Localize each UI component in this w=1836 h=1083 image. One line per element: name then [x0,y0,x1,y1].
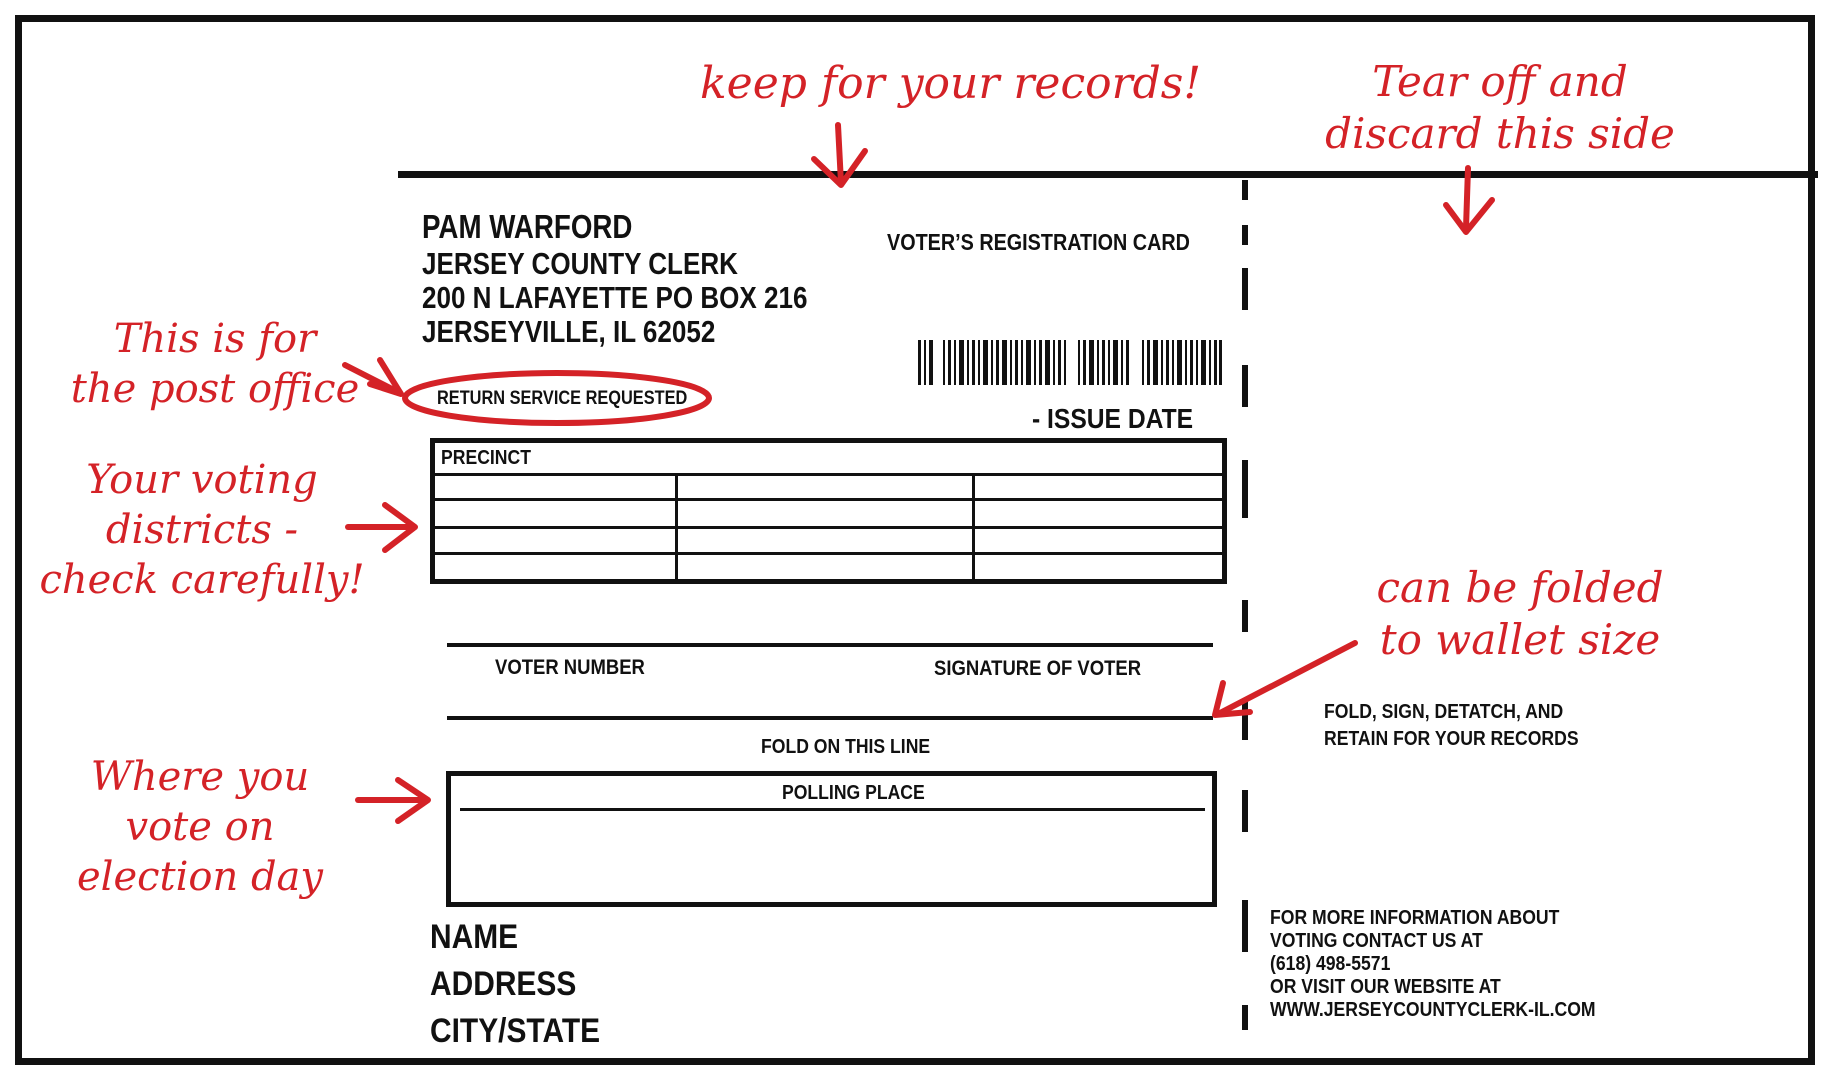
annotation-voting-districts: Your voting districts - check carefully! [39,457,365,603]
annotation-tear-off: Tear off and discard this side [1325,57,1675,158]
signature-top-rule [447,643,1213,647]
annotation-wallet-size: can be folded to wallet size [1376,563,1664,664]
contact-phone: (618) 498-5571 [1270,953,1391,975]
precinct-label: PRECINCT [441,447,531,469]
arrow-voting-districts [345,502,418,553]
precinct-table: PRECINCT [430,438,1227,584]
sender-name: PAM WARFORD [422,208,633,245]
arrow-keep-records [811,122,868,188]
recipient-city-state: CITY/STATE [430,1012,601,1050]
return-service-circle [402,370,712,426]
fold-rule [447,716,1213,720]
voter-registration-card [15,15,1815,1065]
recipient-address: ADDRESS [430,965,577,1003]
return-service-label: RETURN SERVICE REQUESTED [437,388,688,409]
contact-line: VOTING CONTACT US AT [1270,930,1483,952]
top-tear-line [398,171,1818,178]
sender-street: 200 N LAFAYETTE PO BOX 216 [422,280,808,315]
polling-place-label: POLLING PLACE [782,782,925,804]
contact-website: WWW.JERSEYCOUNTYCLERK-IL.COM [1270,999,1596,1021]
barcode [918,340,1222,385]
contact-line: FOR MORE INFORMATION ABOUT [1270,907,1560,929]
recipient-name: NAME [430,918,519,956]
stub-instructions-line-2: RETAIN FOR YOUR RECORDS [1324,728,1579,750]
contact-line: OR VISIT OUR WEBSITE AT [1270,976,1501,998]
stub-instructions-line-1: FOLD, SIGN, DETATCH, AND [1324,701,1564,723]
sender-title: JERSEY COUNTY CLERK [422,246,738,281]
voter-number-label: VOTER NUMBER [495,656,645,679]
arrow-tear-off [1443,165,1495,235]
arrow-wallet-size [1212,640,1358,718]
issue-date-label: - ISSUE DATE [1032,403,1194,434]
contact-info: FOR MORE INFORMATION ABOUT VOTING CONTAC… [1270,907,1640,1022]
sender-city: JERSEYVILLE, IL 62052 [422,314,716,349]
signature-label: SIGNATURE OF VOTER [934,657,1142,680]
arrow-election-day [355,777,431,824]
annotation-post-office: This is for the post office [70,316,360,412]
annotation-keep-records: keep for your records! [700,58,1202,109]
fold-line-label: FOLD ON THIS LINE [761,736,931,758]
annotation-election-day: Where you vote on election day [76,754,323,900]
polling-place-box: POLLING PLACE [446,771,1217,907]
card-title: VOTER’S REGISTRATION CARD [887,229,1190,255]
arrow-post-office [342,357,404,397]
